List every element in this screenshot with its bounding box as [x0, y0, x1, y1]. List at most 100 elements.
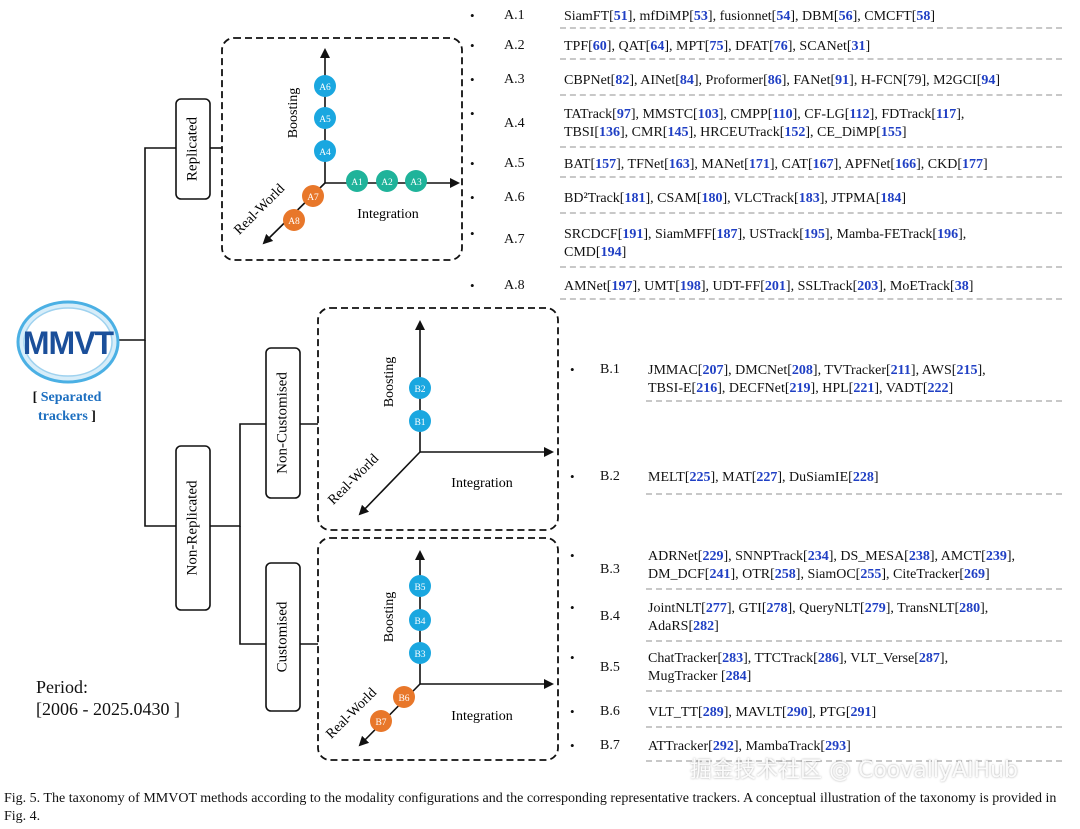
category-id: A.4	[504, 116, 525, 131]
tracker-list: SRCDCF[191], SiamMFF[187], USTrack[195],…	[564, 226, 1034, 262]
tracker-text: ]	[982, 157, 988, 172]
citation-number: 221	[853, 381, 875, 396]
citation-number: 184	[880, 191, 902, 206]
diagram-customised: Boosting Integration Real-World B5 B4 B3…	[317, 537, 559, 761]
tracker-text: ],	[956, 107, 965, 122]
citation-number: 58	[916, 9, 931, 24]
tracker-text: ], SiamMFF[	[643, 227, 717, 242]
node-b6-label: B6	[398, 694, 409, 704]
tracker-list: AMNet[197], UMT[198], UDT-FF[201], SSLTr…	[564, 278, 1034, 296]
category-id: B.6	[600, 704, 620, 719]
tracker-text: ], CKD[	[916, 157, 962, 172]
divider	[646, 760, 1062, 762]
tracker-text: BAT[	[564, 157, 596, 172]
tracker-text: ], mfDiMP[	[627, 9, 694, 24]
tracker-text: ], HRCEUTrack[	[688, 125, 785, 140]
tracker-text: ]	[948, 381, 954, 396]
citation-number: 31	[851, 39, 866, 54]
tracker-text: ], UDT-FF[	[700, 279, 765, 294]
node-b5-label: B5	[414, 583, 425, 593]
node-b3: B3	[409, 642, 431, 664]
tracker-text: ], AWS[	[910, 363, 957, 378]
citation-number: 76	[773, 39, 788, 54]
bullet-icon: •	[470, 278, 475, 293]
node-b7: B7	[370, 710, 392, 732]
citation-number: 110	[772, 107, 793, 122]
period-range: [2006 - 2025.0430 ]	[36, 699, 180, 719]
tracker-text: ], Mamba-FETrack[	[824, 227, 938, 242]
divider	[646, 400, 1062, 402]
tracker-list: MELT[225], MAT[227], DuSiamIE[228]	[648, 469, 1048, 487]
tracker-text: ],	[958, 227, 967, 242]
divider	[560, 266, 1062, 268]
category-id: B.3	[600, 562, 620, 577]
divider	[560, 58, 1062, 60]
node-a1-label: A1	[351, 178, 363, 188]
category-id: B.5	[600, 660, 620, 675]
tracker-line: DM_DCF[241], OTR[258], SiamOC[255], Cite…	[648, 566, 1048, 584]
tracker-text: ], CE_DiMP[	[805, 125, 881, 140]
bullet-icon: •	[570, 362, 575, 377]
branch-replicated: Replicated	[175, 98, 211, 200]
tracker-text: ], FANet[	[781, 73, 836, 88]
divider	[560, 298, 1062, 300]
tracker-text: JointNLT[	[648, 601, 706, 616]
node-a6-label: A6	[319, 83, 331, 93]
tracker-text: ]	[901, 191, 907, 206]
watermark: 掘金技术社区 @ CoovallyAIHub	[690, 758, 1019, 783]
category-id: A.6	[504, 190, 525, 205]
citation-number: 207	[702, 363, 724, 378]
diagram-replicated: Boosting Integration Real-World A6 A5 A4…	[221, 37, 463, 261]
bullet-icon: •	[570, 600, 575, 615]
citation-number: 228	[852, 470, 874, 485]
citation-number: 277	[705, 601, 727, 616]
citation-number: 284	[725, 669, 747, 684]
axis-realworld-label: Real-World	[232, 182, 289, 239]
citation-number: 64	[650, 39, 665, 54]
node-a4-label: A4	[319, 148, 331, 158]
tracker-text: ], VADT[	[874, 381, 928, 396]
tracker-text: ], DBM[	[790, 9, 839, 24]
tracker-text: ]	[873, 470, 879, 485]
node-a4: A4	[314, 140, 336, 162]
citation-number: 103	[697, 107, 719, 122]
tracker-text: CMD[	[564, 245, 601, 260]
citation-number: 227	[756, 470, 778, 485]
tracker-text: ], QAT[	[606, 39, 651, 54]
citation-number: 279	[864, 601, 886, 616]
tracker-line: TBSI-E[216], DECFNet[219], HPL[221], VAD…	[648, 380, 1048, 398]
branch-non-replicated: Non-Replicated	[175, 445, 211, 611]
citation-number: 229	[702, 549, 724, 564]
category-id: B.1	[600, 362, 620, 377]
citation-number: 94	[981, 73, 996, 88]
tracker-line: TATrack[97], MMSTC[103], CMPP[110], CF-L…	[564, 106, 1034, 124]
citation-number: 293	[825, 739, 847, 754]
citation-number: 201	[764, 279, 786, 294]
tracker-list: TPF[60], QAT[64], MPT[75], DFAT[76], SCA…	[564, 38, 1034, 56]
tracker-text: BD²Track[	[564, 191, 625, 206]
tracker-line: SRCDCF[191], SiamMFF[187], USTrack[195],…	[564, 226, 1034, 244]
divider	[646, 640, 1062, 642]
branch-customised: Customised	[265, 562, 301, 712]
tracker-text: ]	[746, 669, 752, 684]
tracker-text: ], CF-LG[	[792, 107, 850, 122]
tracker-text: ]	[968, 279, 974, 294]
axis-integration-label: Integration	[451, 709, 512, 724]
bullet-icon: •	[470, 190, 475, 205]
citation-number: 86	[767, 73, 782, 88]
category-id: B.2	[600, 469, 620, 484]
bullet-icon: •	[470, 156, 475, 171]
divider	[560, 27, 1062, 29]
tracker-text: AdaRS[	[648, 619, 694, 634]
period-label: Period:	[36, 677, 88, 697]
category-id: B.7	[600, 738, 620, 753]
bullet-icon: •	[570, 704, 575, 719]
tracker-text: ], QueryNLT[	[787, 601, 865, 616]
node-a1: A1	[346, 170, 368, 192]
tracker-text: ], FDTrack[	[869, 107, 937, 122]
